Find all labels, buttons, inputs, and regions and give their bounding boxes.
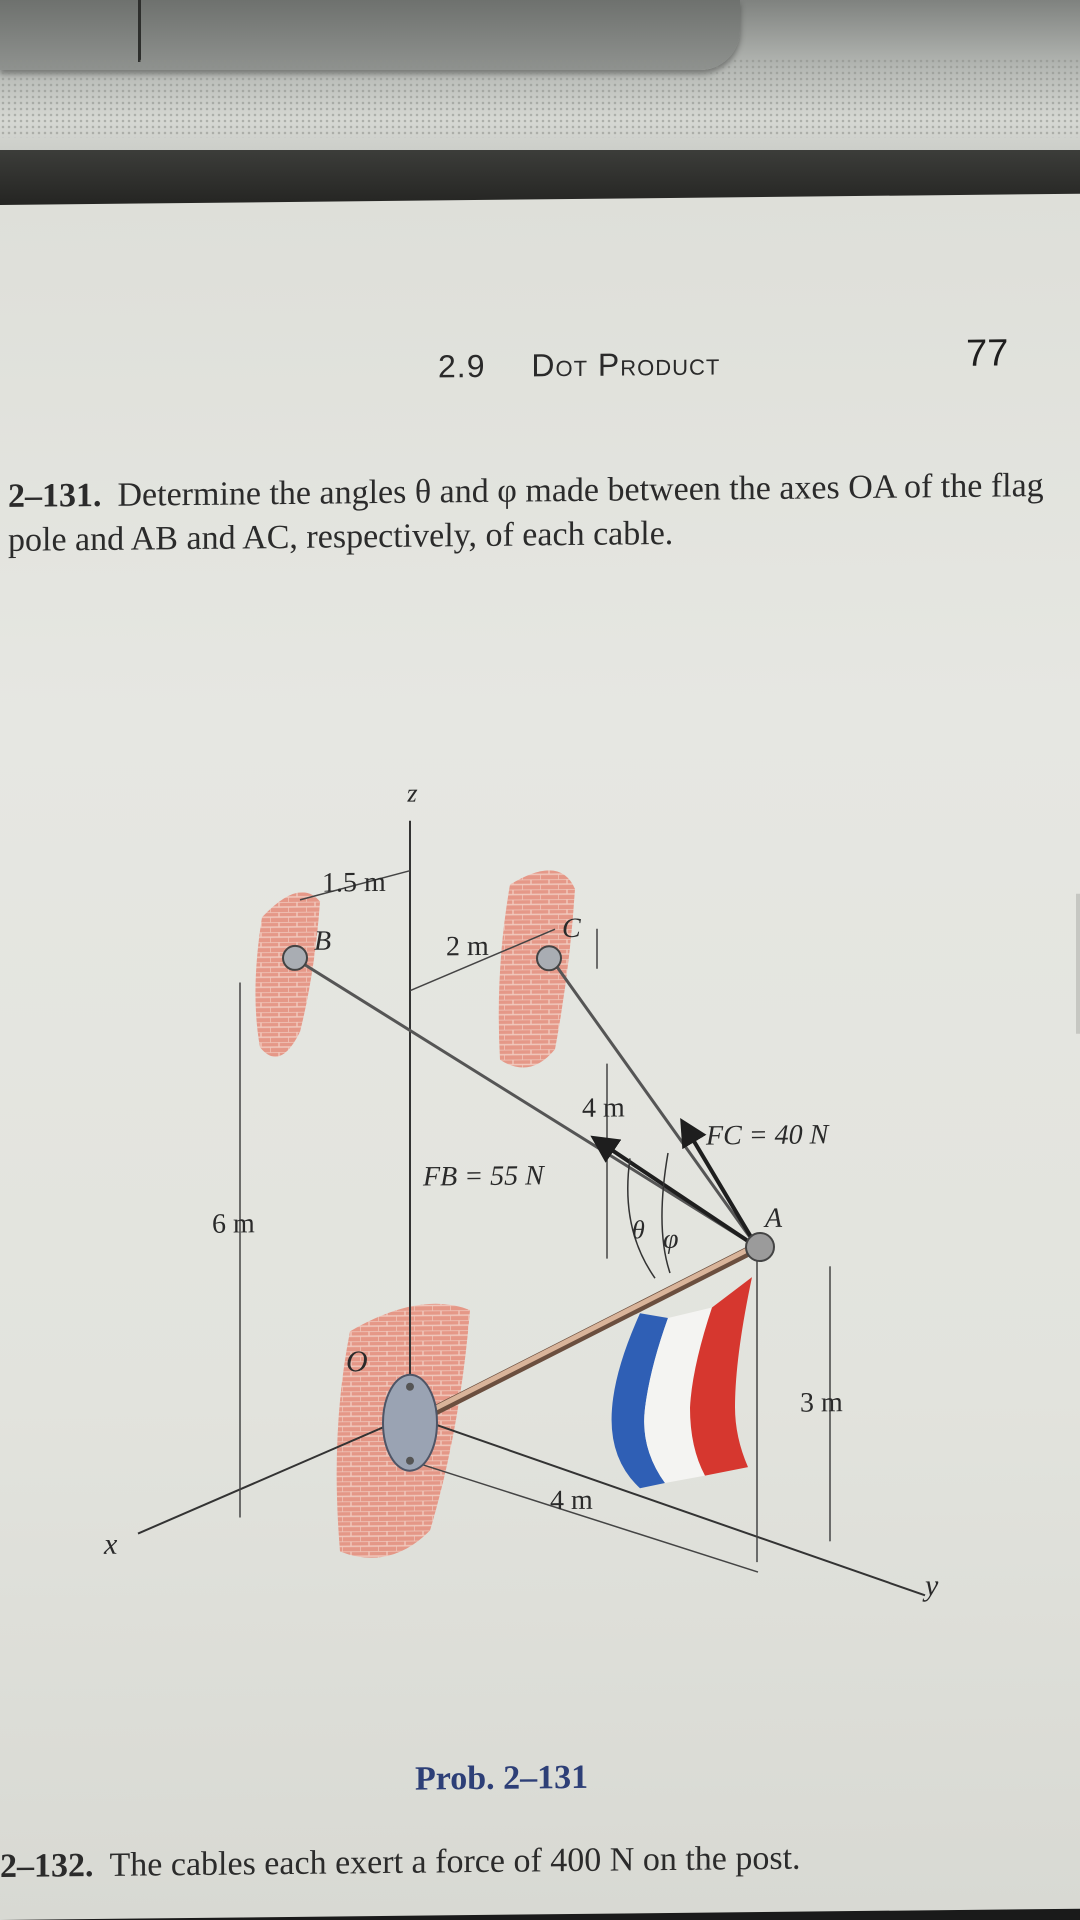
problem-statement: 2–131.Determine the angles θ and φ made … [8,464,1068,563]
force-label-b: FB = 55 N [422,1160,545,1192]
flag-blue-stripe [611,1313,668,1489]
page-number: 77 [966,332,1009,375]
base-plate [382,1373,438,1472]
next-problem-number: 2–132. [0,1847,94,1885]
y-axis [409,1414,926,1597]
problem-number: 2–131. [8,476,102,515]
label-o: O [346,1345,368,1378]
flagpole-figure: z x y B C A O θ φ 1.5 m 2 m 4 m 6 m 3 m … [103,784,939,1603]
dim-4m-bottom [409,1459,759,1573]
label-b: B [314,926,331,957]
dim-1-5m [299,869,411,901]
textbook-page: 2.9 Dot Product 77 2–131.Determine the a… [0,193,1080,1920]
dim-label-4m-top: 4 m [582,1092,625,1123]
dim-label-1-5m: 1.5 m [322,867,386,899]
theta-arc [627,1158,656,1279]
label-y: y [922,1569,939,1602]
laptop-background [0,0,1080,220]
x-axis [137,1414,411,1535]
laptop-vent [0,58,1080,138]
force-label-c: FC = 40 N [705,1119,830,1151]
flag-red-stripe [690,1277,752,1476]
cable-ab [296,958,758,1249]
anchor-c [536,945,562,972]
figure-caption: Prob. 2–131 [415,1758,589,1798]
force-arrow-c [680,1118,759,1249]
label-c: C [562,913,581,944]
dim-2m [409,928,556,992]
brick-wall-c [498,870,575,1068]
label-x: x [103,1528,118,1561]
label-theta: θ [632,1215,645,1244]
base-bolt [406,1456,414,1465]
section-number: 2.9 [438,347,486,385]
label-a: A [763,1203,783,1234]
cable-ac [551,960,759,1248]
brick-wall-b [255,892,320,1057]
next-problem: 2–132. The cables each exert a force of 4… [0,1834,1080,1889]
flag-white-stripe [644,1307,712,1484]
next-problem-text: The cables each exert a force of 400 N o… [109,1839,801,1884]
section-title: Dot Product [531,345,721,384]
anchor-b [282,944,308,971]
label-z: z [407,784,418,813]
dim-label-6m: 6 m [212,1208,255,1239]
force-arrow-b [590,1135,759,1249]
base-bolt [406,1382,414,1391]
phi-arc [661,1152,671,1274]
dim-label-3m: 3 m [800,1387,843,1418]
lid-seam [138,0,141,62]
end-ball-a [745,1232,775,1263]
running-head: 2.9 Dot Product [438,345,720,385]
flag-pole-highlight [422,1242,760,1417]
problem-text: Determine the angles θ and φ made betwee… [8,467,1044,559]
label-phi: φ [663,1224,678,1255]
dim-label-4m-bottom: 4 m [550,1485,593,1516]
dim-label-2m: 2 m [446,931,489,962]
